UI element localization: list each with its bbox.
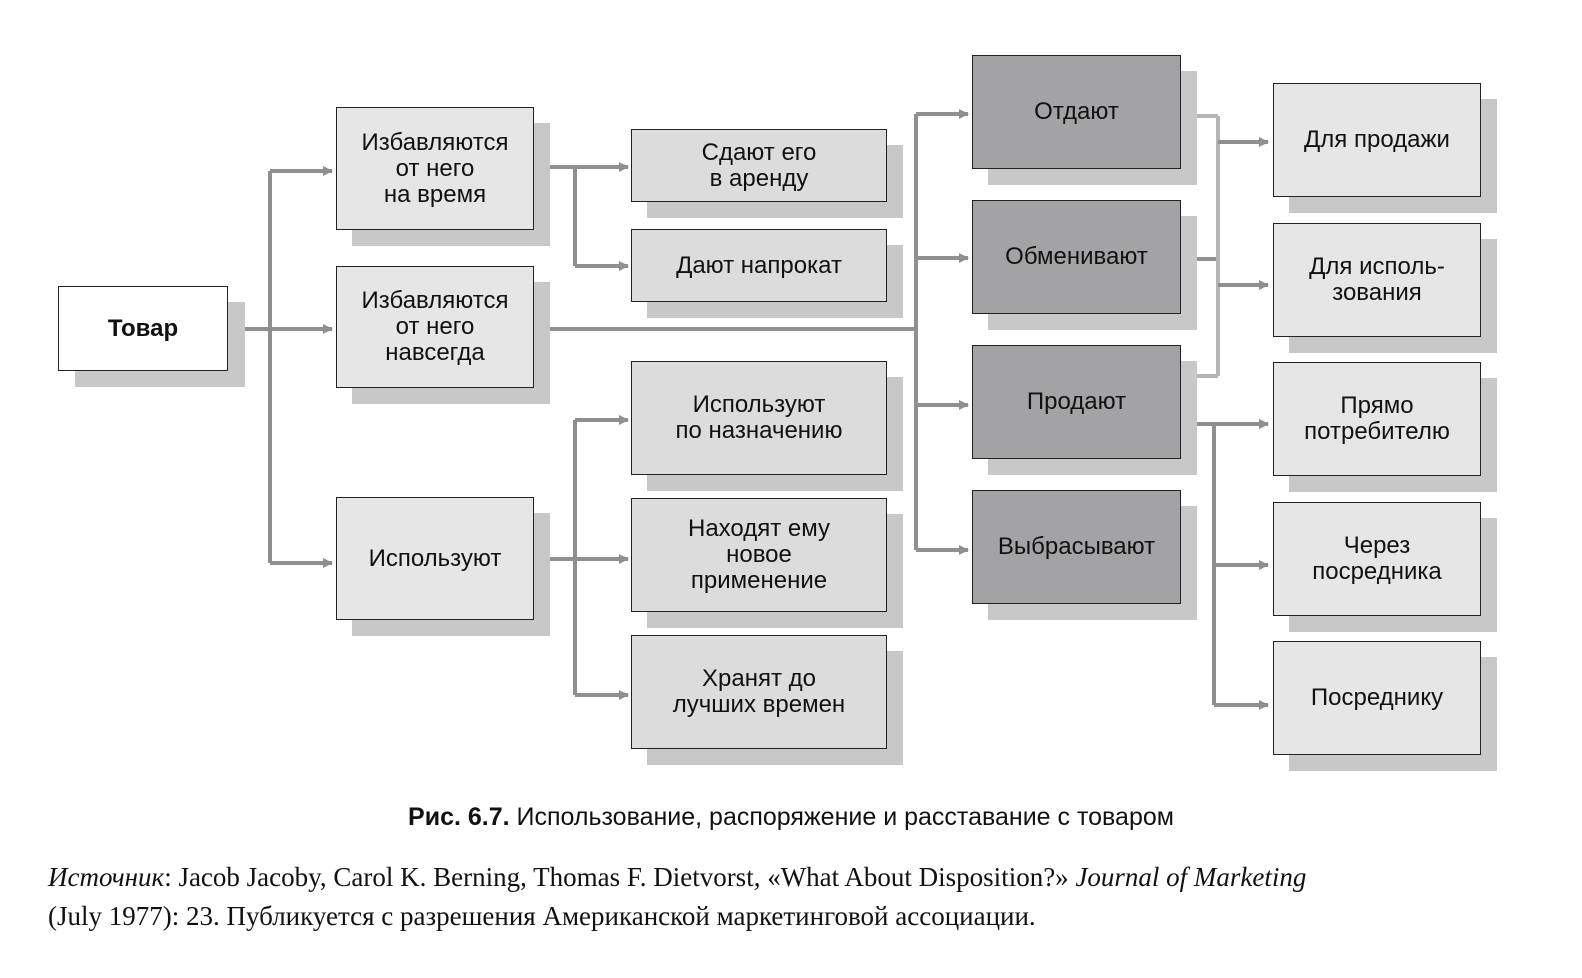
node-store: Хранят до лучших времен [631,635,887,749]
node-sell: Продают [972,345,1181,459]
node-for-use: Для исполь- зования [1273,223,1481,337]
source-label: Источник [48,862,165,892]
source-journal: Journal of Marketing [1075,862,1307,892]
node-use-original-purpose: Используют по назначению [631,361,887,475]
node-to-middleman: Посреднику [1273,641,1481,755]
node-keep-using: Используют [336,497,534,620]
node-rent-out: Сдают его в аренду [631,129,887,202]
source-text-1: : Jacob Jacoby, Carol K. Berning, Thomas… [164,862,1076,892]
node-loan-out: Дают напрокат [631,229,887,302]
caption-text: Использование, распоряжение и расставани… [509,803,1174,831]
node-via-middleman: Через посредника [1273,502,1481,616]
disposition-diagram: Товар Избавляются от него на время Избав… [58,55,1497,771]
node-give-away: Отдают [972,55,1181,169]
node-to-consumer: Прямо потребителю [1273,362,1481,476]
node-throw-away: Выбрасывают [972,490,1181,604]
node-trade: Обменивают [972,200,1181,314]
caption-label: Рис. 6.7. [408,803,510,831]
node-dispose-permanently: Избавляются от него навсегда [336,266,534,388]
source-text-2: (July 1977): 23. Публикуется с разрешени… [48,901,1036,931]
node-dispose-temporarily: Избавляются от него на время [336,107,534,230]
source-note: Источник: Jacob Jacoby, Carol K. Berning… [48,858,1548,936]
node-find-new-use: Находят ему новое применение [631,498,887,612]
node-for-resale: Для продажи [1273,83,1481,197]
figure-caption: Рис. 6.7. Использование, распоряжение и … [0,803,1582,832]
node-product: Товар [58,286,228,371]
